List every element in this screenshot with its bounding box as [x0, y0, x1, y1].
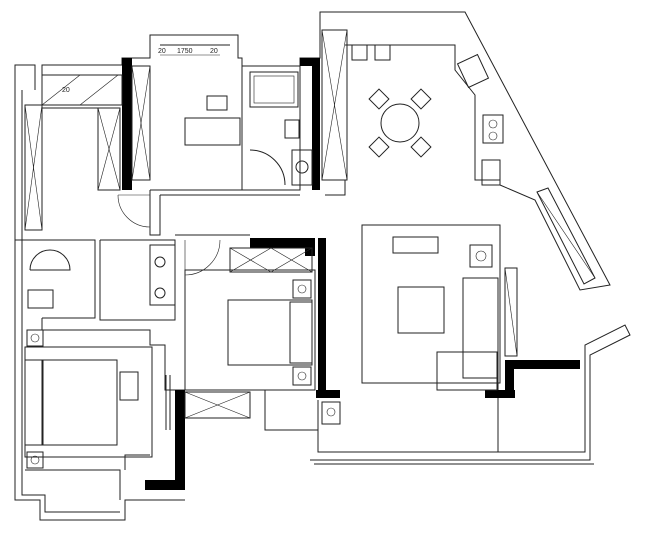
- balcony-fixture: [321, 401, 341, 425]
- dining-table: [351, 44, 432, 158]
- kitchen: [456, 53, 504, 186]
- wardrobes: [24, 29, 596, 419]
- doors: [117, 194, 221, 430]
- dimension-offset-right: 20: [210, 48, 218, 55]
- bedroom-1: [24, 329, 153, 469]
- bathroom: [27, 71, 313, 309]
- structural-walls: [122, 58, 580, 490]
- study-desk: 1750 20 20 20: [62, 44, 241, 146]
- dimension-label: 1750: [177, 48, 193, 55]
- living-room: [361, 224, 501, 391]
- small-label: 20: [62, 87, 70, 94]
- dimension-offset-left: 20: [158, 48, 166, 55]
- bedroom-2: [184, 269, 316, 391]
